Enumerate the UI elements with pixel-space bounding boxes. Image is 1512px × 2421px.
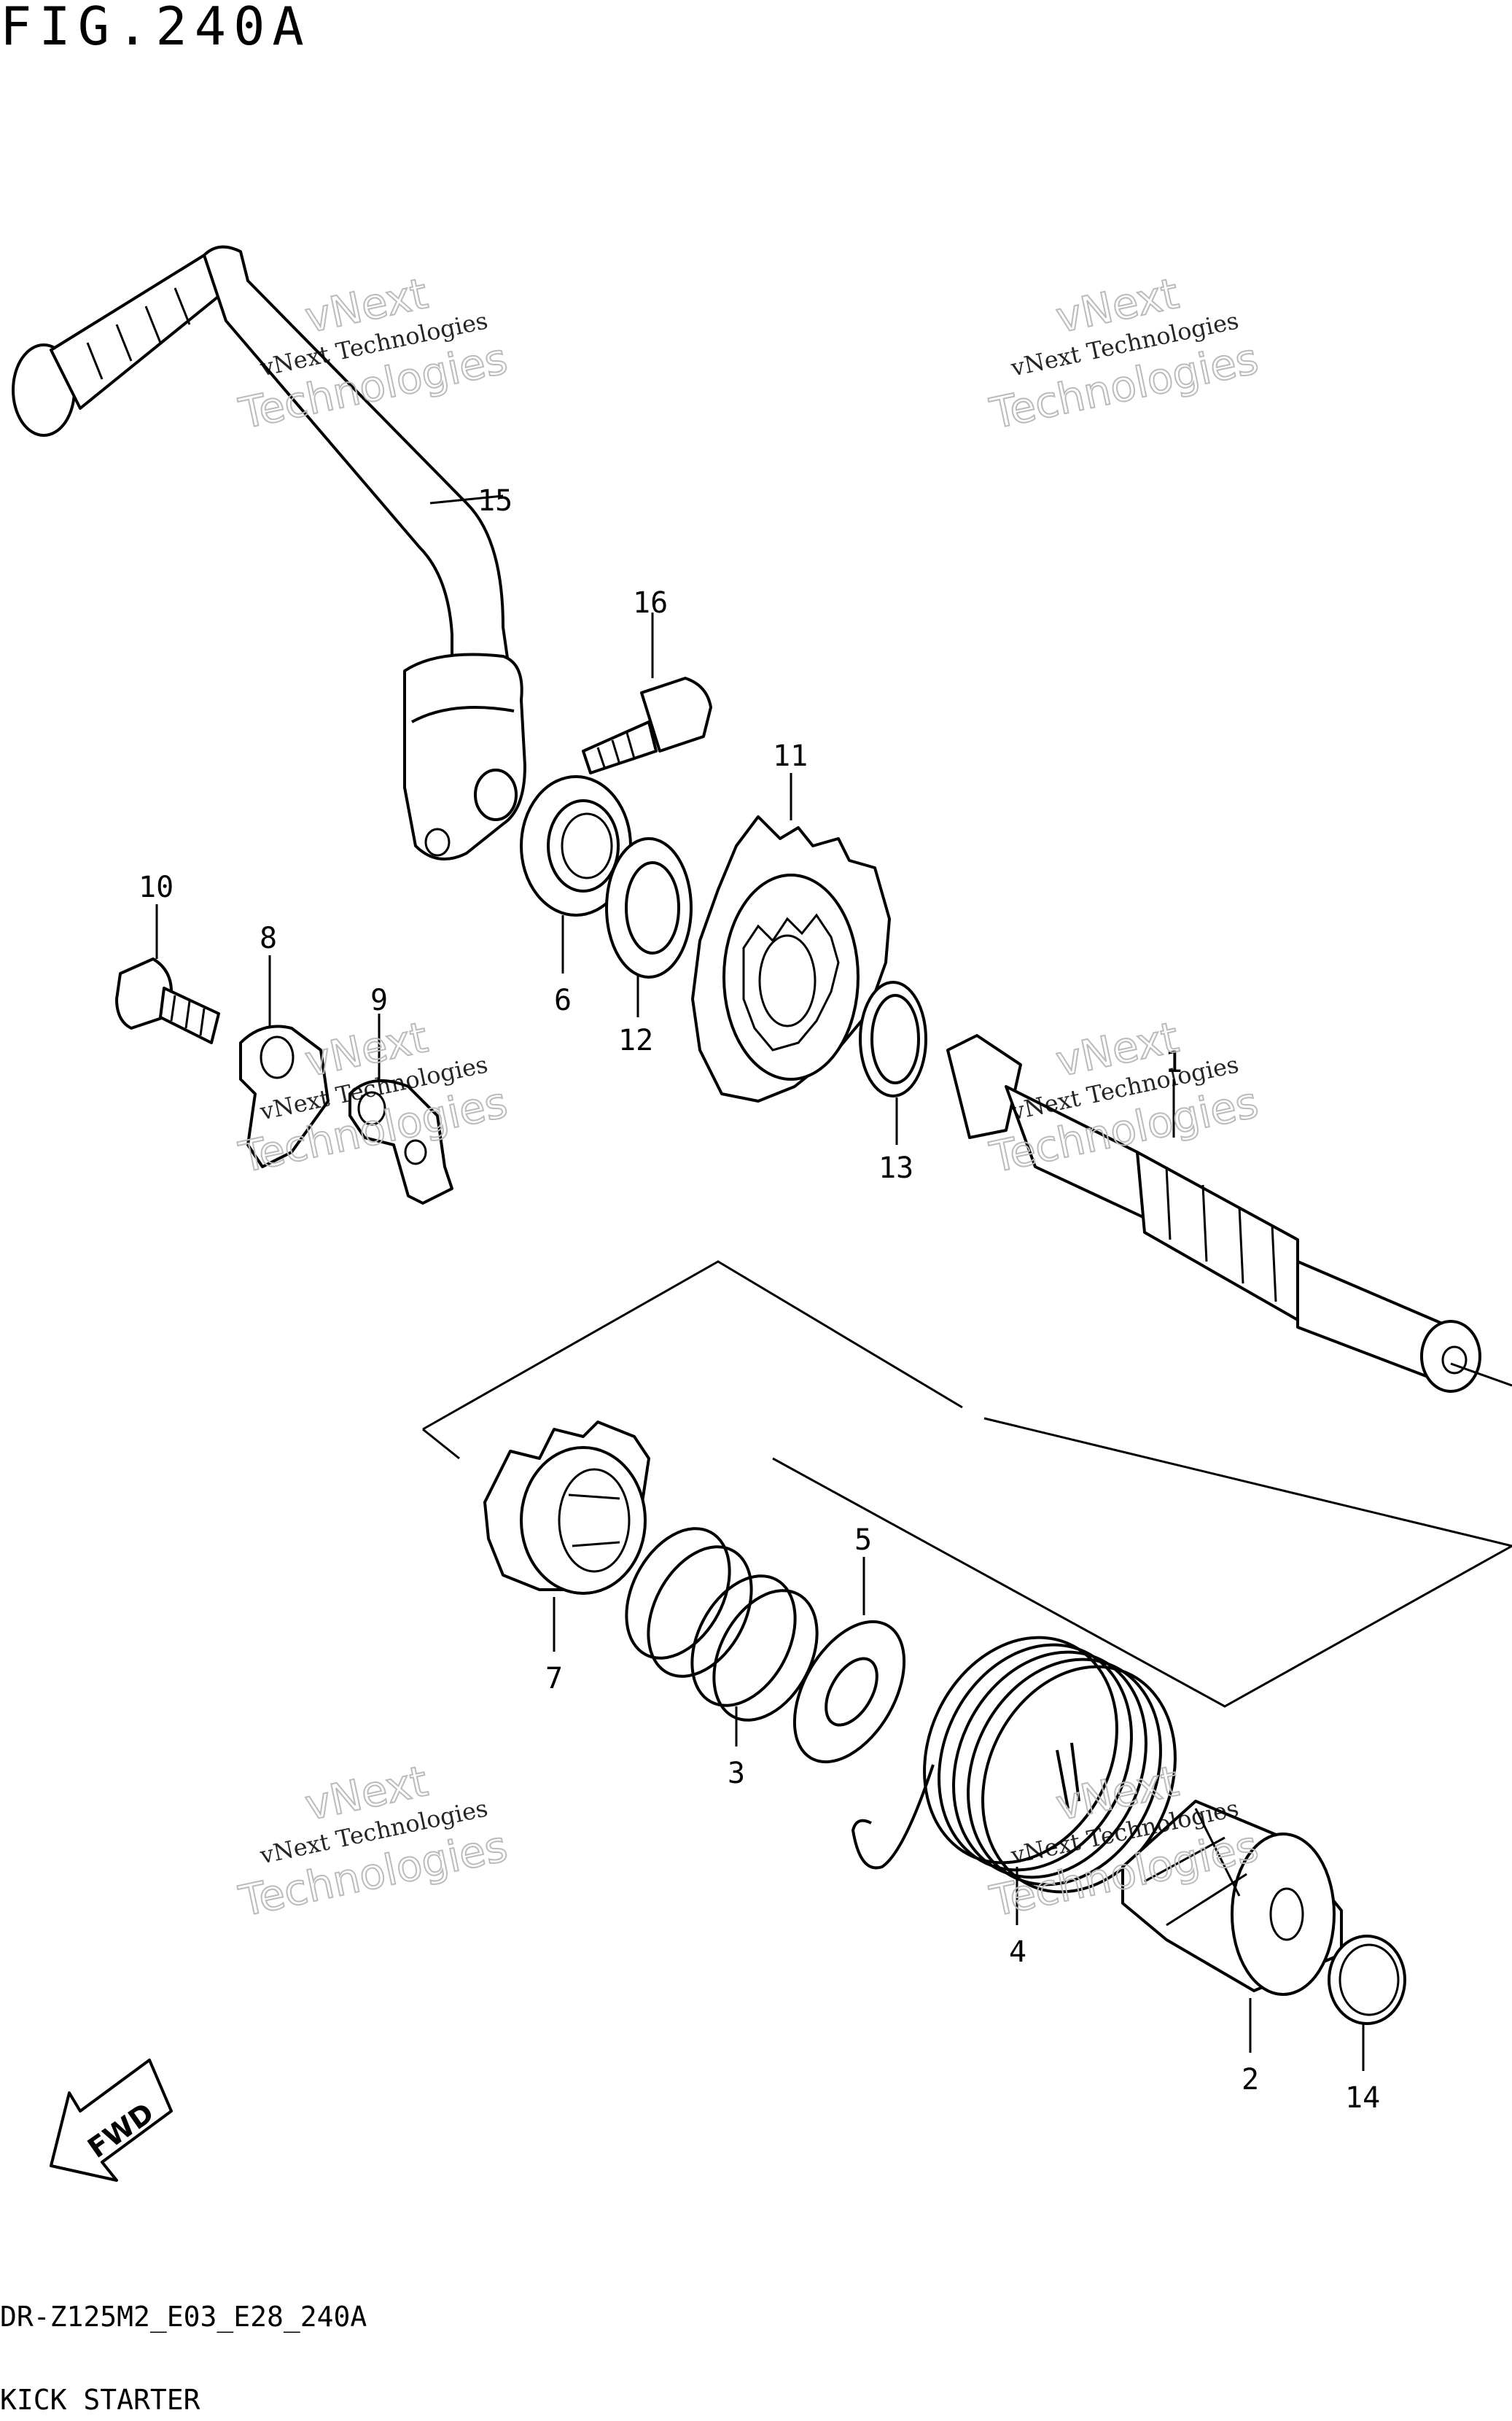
figure-code: DR-Z125M2_E03_E28_240A xyxy=(0,2301,367,2333)
callout-5: 5 xyxy=(854,1523,872,1557)
callout-15: 15 xyxy=(478,484,513,518)
callout-12: 12 xyxy=(618,1024,653,1057)
oil-seal-part-6[interactable] xyxy=(520,775,632,917)
kick-gear-part-11[interactable] xyxy=(691,815,891,1103)
return-spring-part-4[interactable] xyxy=(851,1606,1211,1924)
callout-1: 1 xyxy=(1165,1046,1182,1079)
drive-gear-part-7[interactable] xyxy=(483,1421,650,1595)
callout-11: 11 xyxy=(773,739,808,773)
figure-title: FIG.240A xyxy=(0,0,311,57)
watermark-2: vNext vNext Technologies Technologies xyxy=(985,268,1263,439)
callout-7: 7 xyxy=(545,1662,563,1695)
assembly-outline xyxy=(422,1260,1512,1708)
washer-part-13[interactable] xyxy=(859,981,927,1097)
plate-part-8[interactable] xyxy=(239,1025,330,1168)
plate-part-9[interactable] xyxy=(348,1079,453,1205)
watermark-5: vNext vNext Technologies Technologies xyxy=(234,1755,513,1927)
bolt-part-16[interactable] xyxy=(582,677,712,774)
callout-labels: 15 16 11 10 8 9 6 12 13 1 5 7 3 4 2 14 xyxy=(139,484,1380,2115)
figure-caption: KICK STARTER xyxy=(0,2384,200,2416)
washer-part-12[interactable] xyxy=(605,837,693,979)
callout-8: 8 xyxy=(260,922,277,955)
fwd-arrow-icon: FWD xyxy=(50,2059,173,2182)
kick-shaft-part-1[interactable] xyxy=(946,1034,1481,1393)
callout-2: 2 xyxy=(1242,2063,1259,2096)
callout-10: 10 xyxy=(139,871,174,904)
callout-6: 6 xyxy=(554,984,572,1017)
callout-3: 3 xyxy=(728,1757,745,1790)
callout-13: 13 xyxy=(878,1151,913,1185)
callout-14: 14 xyxy=(1345,2081,1380,2115)
leader-lines xyxy=(155,494,1365,2071)
bolt-part-10[interactable] xyxy=(115,957,220,1044)
callout-4: 4 xyxy=(1009,1935,1026,1969)
spring-guide-part-2[interactable] xyxy=(1121,1800,1343,1996)
callout-16: 16 xyxy=(633,586,668,620)
callout-9: 9 xyxy=(370,984,388,1017)
circlip-part-14[interactable] xyxy=(1328,1935,1406,2025)
washer-part-5[interactable] xyxy=(772,1603,927,1781)
kick-lever-part-15[interactable] xyxy=(12,245,526,860)
